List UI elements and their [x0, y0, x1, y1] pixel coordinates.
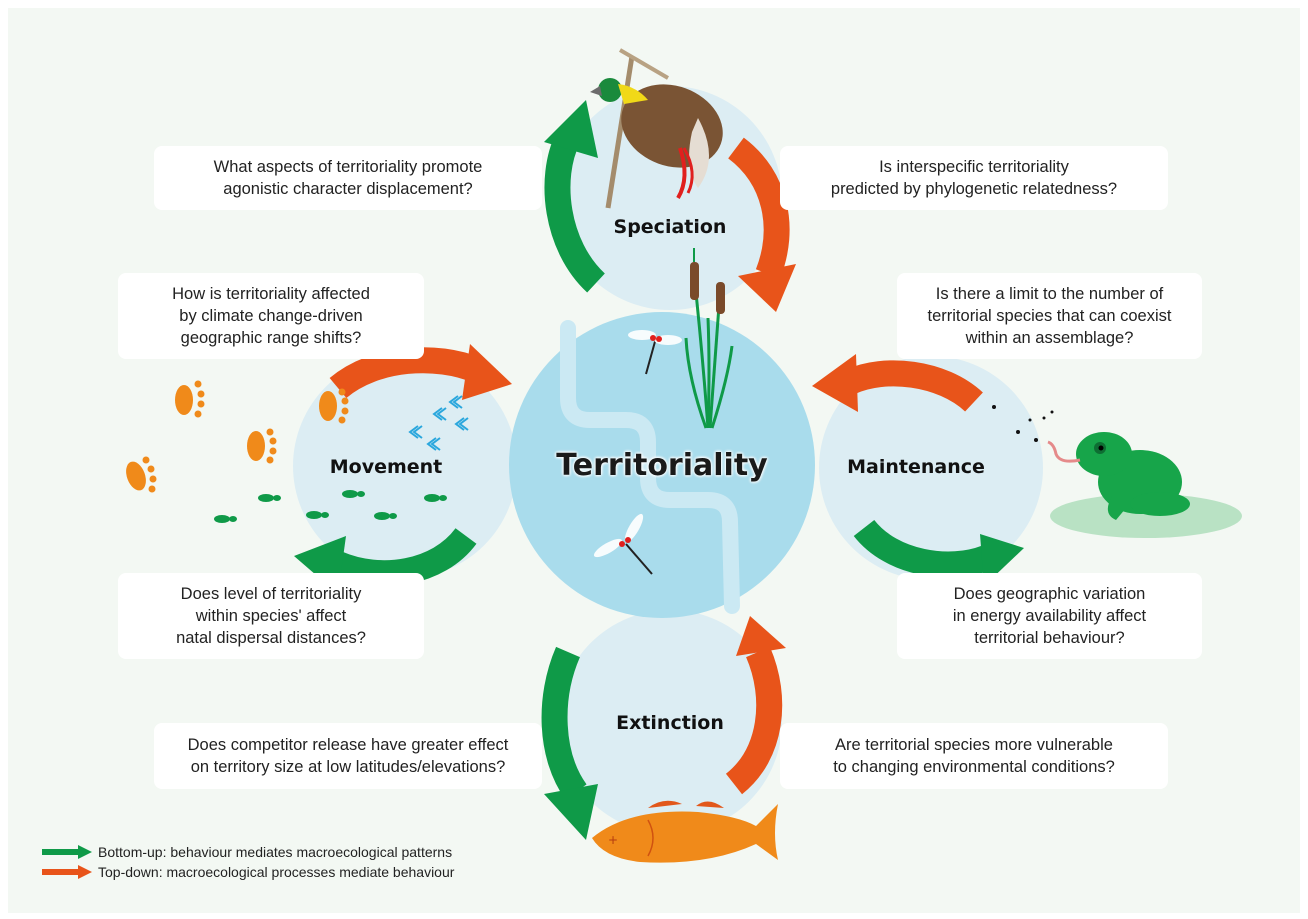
diagram-artwork: +: [126, 48, 1242, 863]
legend-bottom-up-label: Bottom-up: behaviour mediates macroecolo…: [98, 844, 453, 860]
svg-text:+: +: [608, 833, 618, 847]
node-label-movement: Movement: [329, 456, 443, 478]
maintenance-bottom-up-arrow: [853, 519, 991, 578]
speciation-top-down-arrowhead: [738, 264, 796, 312]
extinction-bottom-up-arrow: [541, 646, 587, 800]
paw-print-icon: [247, 428, 277, 464]
extinction-bottom-up-arrowhead: [544, 784, 598, 840]
question-movement-bottom: Does level of territoriality within spec…: [118, 573, 424, 659]
legend-top-down-label: Top-down: macroecological processes medi…: [98, 864, 455, 880]
maintenance-top-down-arrowhead: [812, 354, 858, 412]
speciation-bottom-up-arrowhead: [544, 100, 598, 158]
maintenance-top-down-arrow: [844, 360, 983, 412]
question-extinction-right: Are territorial species more vulnerable …: [780, 723, 1168, 789]
extinction-node-circle: [558, 610, 782, 834]
legend-orange-arrow-icon: [42, 865, 92, 879]
speciation-bottom-up-arrow: [544, 132, 606, 293]
dragonfly-icon: [593, 513, 653, 575]
cattail-icon: [684, 248, 734, 429]
node-label-extinction: Extinction: [616, 712, 724, 734]
speciation-node-circle: [558, 86, 782, 310]
legend-top-down: Top-down: macroecological processes medi…: [42, 864, 454, 880]
bird-of-paradise-icon: [590, 48, 723, 209]
legend-bottom-up: Bottom-up: behaviour mediates macroecolo…: [42, 844, 452, 860]
question-speciation-left: What aspects of territoriality promote a…: [154, 146, 542, 210]
node-label-speciation: Speciation: [613, 216, 727, 238]
node-label-maintenance: Maintenance: [847, 456, 985, 478]
question-movement-top: How is territoriality affected by climat…: [118, 273, 424, 359]
bird-track-icon: [408, 395, 469, 451]
movement-node-circle: [293, 354, 517, 578]
legend-green-arrow-icon: [42, 845, 92, 859]
movement-top-down-arrowhead: [462, 344, 512, 400]
question-extinction-left: Does competitor release have greater eff…: [154, 723, 542, 789]
question-maintenance-top: Is there a limit to the number of territ…: [897, 273, 1202, 359]
fish-icon: +: [592, 800, 778, 863]
dragonfly-icon: [628, 330, 682, 375]
paw-print-icon: [175, 380, 205, 418]
question-maintenance-bottom: Does geographic variation in energy avai…: [897, 573, 1202, 659]
paw-print-icon: [126, 456, 157, 493]
frog-icon: [992, 405, 1242, 538]
diagram-canvas: +: [8, 8, 1300, 913]
river-path: [560, 320, 740, 614]
territoriality-center-circle: [509, 312, 815, 618]
center-label-territoriality: Territoriality: [556, 448, 768, 483]
question-speciation-right: Is interspecific territoriality predicte…: [780, 146, 1168, 210]
movement-top-down-arrow: [329, 347, 482, 399]
footprint-icon: [214, 490, 447, 523]
paw-print-icon: [319, 388, 349, 424]
extinction-top-down-arrow: [725, 646, 783, 795]
speciation-top-down-arrow: [727, 137, 790, 279]
movement-bottom-up-arrow: [332, 527, 477, 587]
extinction-top-down-arrowhead: [736, 616, 786, 656]
